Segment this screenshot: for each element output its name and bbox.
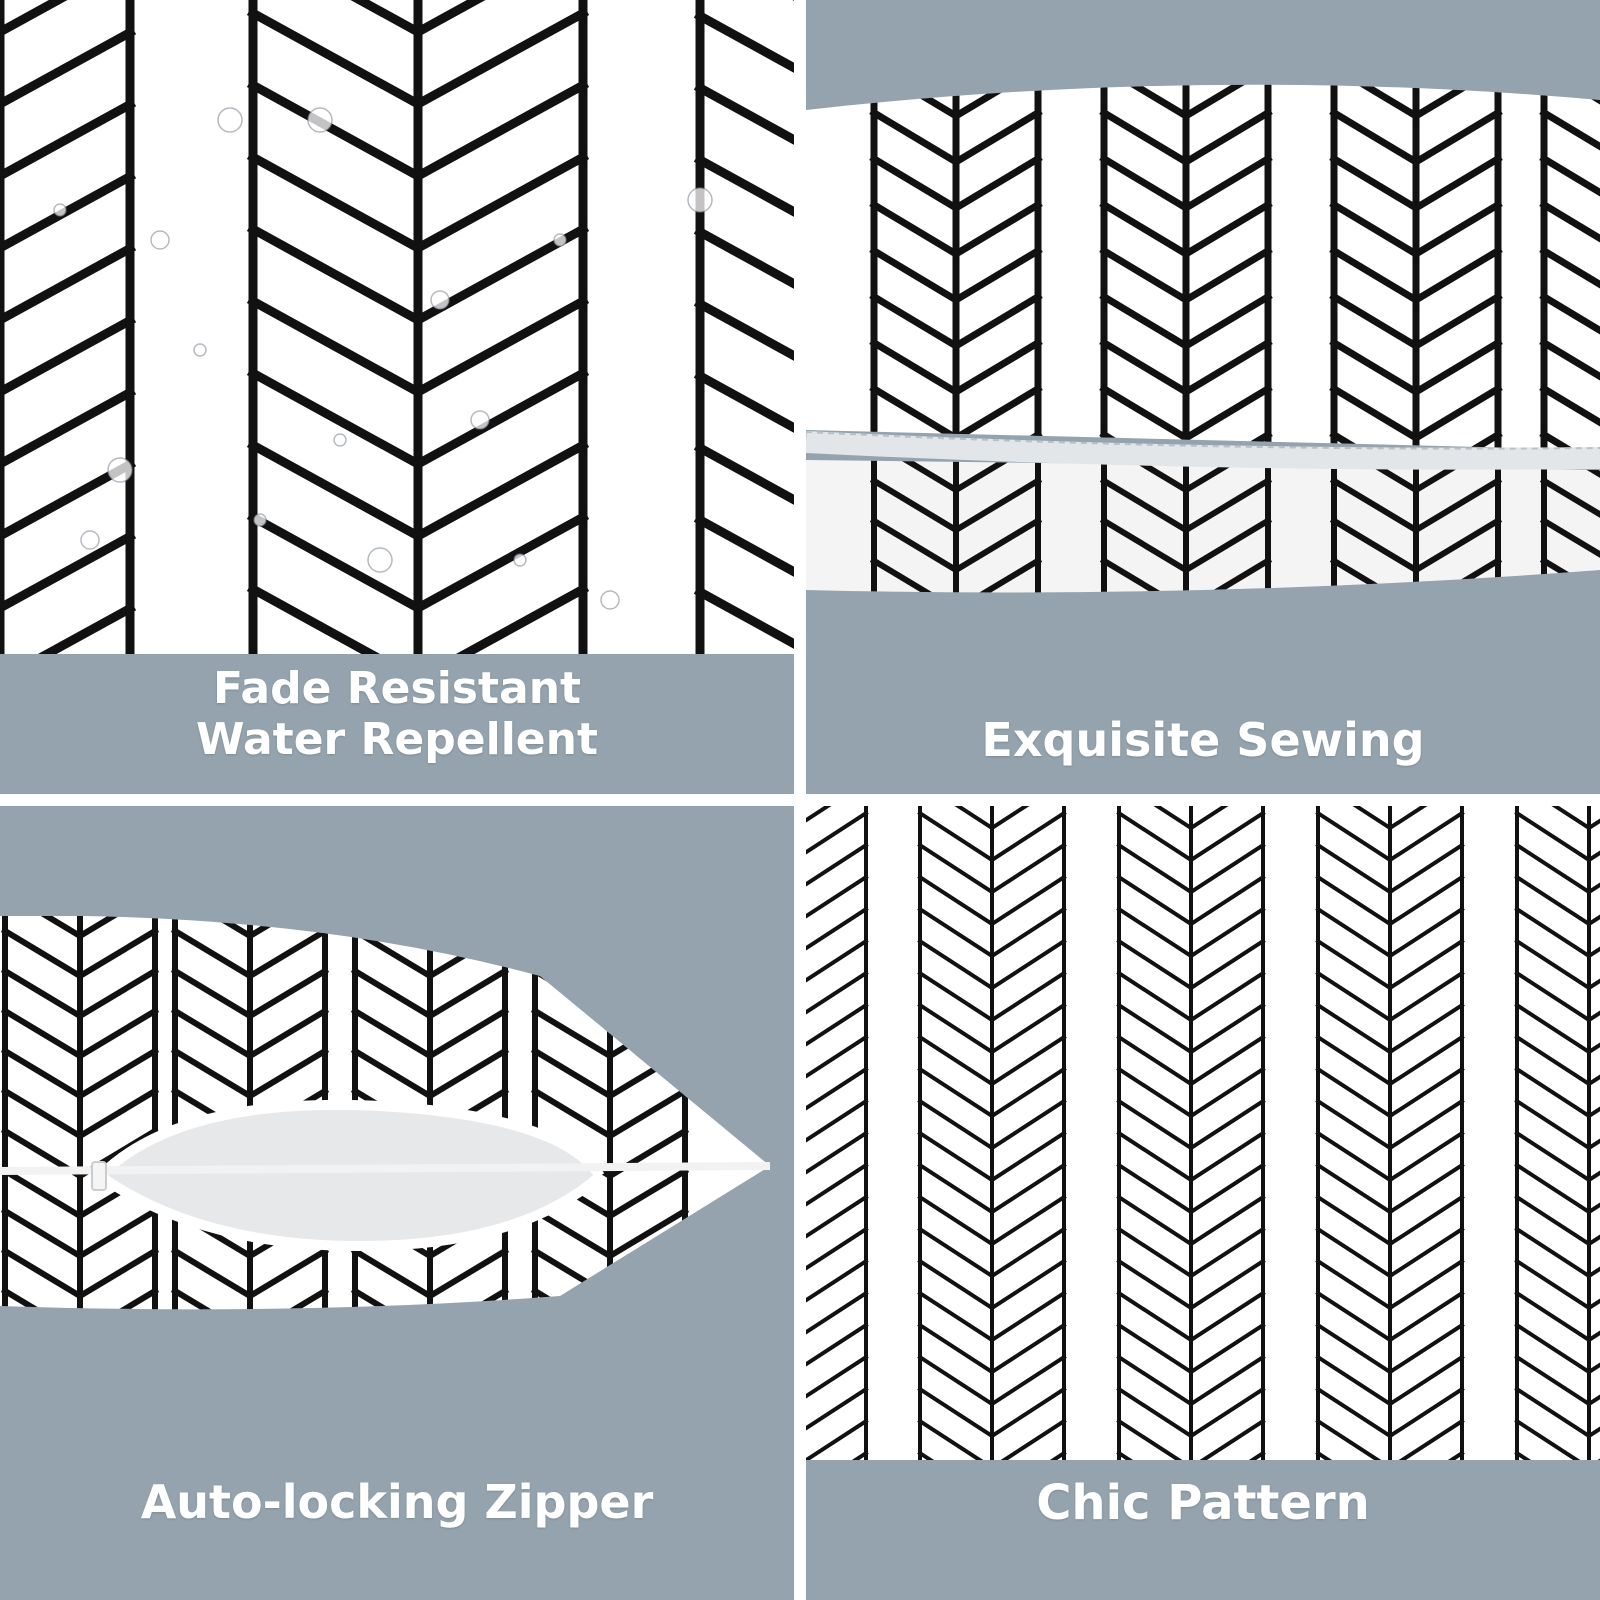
caption-text: Exquisite Sewing: [981, 713, 1425, 767]
pillow-edge-graphic: [806, 84, 1600, 593]
caption-fade-resistant: Fade Resistant Water Repellent: [0, 663, 794, 765]
caption-line-2: Water Repellent: [196, 713, 598, 765]
caption-line-1: Fade Resistant: [212, 663, 582, 714]
herringbone-closeup-graphic: [0, 0, 794, 654]
panel-chic-pattern: Chic Pattern: [806, 806, 1600, 1600]
pillow-zipper-image: [0, 916, 794, 1346]
caption-chic-pattern: Chic Pattern: [806, 1475, 1600, 1531]
caption-auto-locking-zipper: Auto-locking Zipper: [0, 1476, 794, 1529]
panel-exquisite-sewing: Exquisite Sewing: [806, 0, 1600, 794]
fabric-closeup-image: [0, 0, 794, 654]
caption-text: Chic Pattern: [1036, 1475, 1370, 1531]
caption-exquisite-sewing: Exquisite Sewing: [806, 714, 1600, 767]
pillow-zipper-graphic: [0, 916, 771, 1310]
caption-text: Auto-locking Zipper: [140, 1475, 654, 1529]
panel-fade-resistant: Fade Resistant Water Repellent: [0, 0, 794, 794]
pillow-edge-image: [806, 70, 1600, 600]
flat-pattern-image: [806, 806, 1600, 1460]
panel-auto-locking-zipper: Auto-locking Zipper: [0, 806, 794, 1600]
herringbone-pattern-graphic: [806, 806, 1600, 1460]
